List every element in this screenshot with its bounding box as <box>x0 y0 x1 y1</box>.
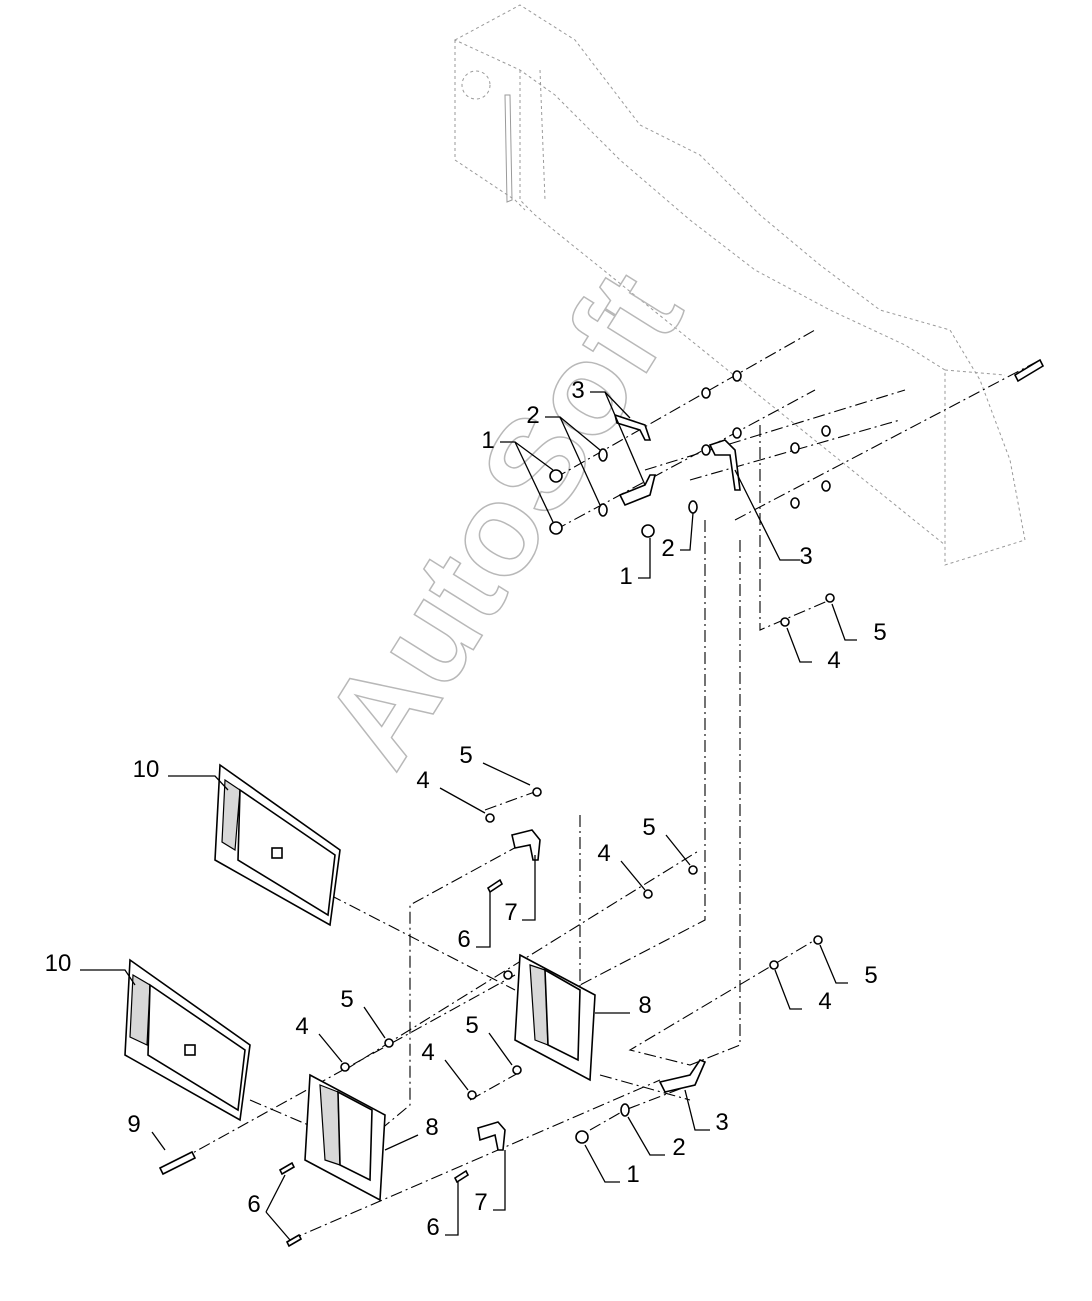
watermark-text: AutoSoft <box>295 247 710 790</box>
washer-icon <box>780 617 790 627</box>
lower-hardware <box>158 787 823 1248</box>
nut-icon <box>549 521 563 535</box>
nut-icon <box>549 469 563 483</box>
nut-icon <box>575 1130 589 1144</box>
callout-label: 10 <box>45 950 72 977</box>
callout-label: 6 <box>426 1214 439 1241</box>
reflector-plate-lower <box>124 958 251 1122</box>
washer-icon <box>821 480 831 492</box>
callout-label: 4 <box>597 840 610 867</box>
callout-label: 5 <box>340 986 353 1013</box>
bolt-icon <box>285 1233 303 1248</box>
callout-label: 3 <box>715 1109 728 1136</box>
upper-hardware <box>549 358 1045 627</box>
callout-label: 5 <box>459 742 472 769</box>
bracket-icon <box>511 829 541 861</box>
bolt-icon <box>278 1161 296 1176</box>
callout-label: 5 <box>465 1012 478 1039</box>
bolt-icon <box>453 1169 470 1184</box>
callout-label: 2 <box>672 1134 685 1161</box>
callout-label: 6 <box>457 926 470 953</box>
bolt-icon <box>158 1150 197 1176</box>
washer-icon <box>825 593 835 603</box>
callout-label: 5 <box>642 814 655 841</box>
callout-label: 4 <box>818 988 831 1015</box>
nut-icon <box>641 524 655 538</box>
washer-icon <box>701 387 711 399</box>
callout-label: 8 <box>425 1114 438 1141</box>
housing-upper <box>514 953 596 1082</box>
callout-label: 5 <box>864 962 877 989</box>
callout-label: 4 <box>295 1013 308 1040</box>
callout-label: 4 <box>827 647 840 674</box>
callout-label: 4 <box>421 1039 434 1066</box>
bracket-icon <box>708 439 741 491</box>
callout-label: 2 <box>661 535 674 562</box>
small-brackets <box>477 829 707 1151</box>
callout-label: 10 <box>133 756 160 783</box>
callout-label: 1 <box>619 563 632 590</box>
washer-icon <box>790 497 800 509</box>
washer-icon <box>598 448 608 462</box>
washer-icon <box>732 370 742 382</box>
washer-icon <box>732 427 742 439</box>
washer-icon <box>821 425 831 437</box>
assembly-lines <box>179 329 1041 1241</box>
callout-label: 1 <box>626 1161 639 1188</box>
washer-icon <box>688 500 698 514</box>
leader-lines <box>80 391 857 1241</box>
reflector-plate-upper <box>214 763 341 927</box>
callout-labels: 1 2 3 1 2 3 5 4 5 4 10 5 4 7 6 10 5 4 8 5 4 5 4 8 3 9 2 1 7 6 6 <box>45 377 887 1241</box>
callout-label: 9 <box>127 1111 140 1138</box>
housing-lower <box>304 1073 386 1202</box>
callout-label: 2 <box>526 402 539 429</box>
bracket-icon <box>477 1121 506 1151</box>
callout-label: 4 <box>416 767 429 794</box>
callout-label: 3 <box>571 377 584 404</box>
washer-icon <box>790 442 800 454</box>
callout-label: 8 <box>638 992 651 1019</box>
bolt-icon <box>486 878 504 894</box>
callout-label: 1 <box>481 427 494 454</box>
bracket-icon <box>658 1059 707 1093</box>
washer-icon <box>701 444 711 456</box>
callout-label: 5 <box>873 619 886 646</box>
bracket-icon <box>618 474 657 507</box>
washer-icon <box>598 503 608 517</box>
callout-label: 6 <box>247 1191 260 1218</box>
callout-label: 3 <box>799 543 812 570</box>
bolt-icon <box>1013 358 1045 383</box>
bracket-icon <box>613 413 652 441</box>
washer-icon <box>620 1103 630 1117</box>
callout-label: 7 <box>504 899 517 926</box>
callout-label: 7 <box>474 1189 487 1216</box>
